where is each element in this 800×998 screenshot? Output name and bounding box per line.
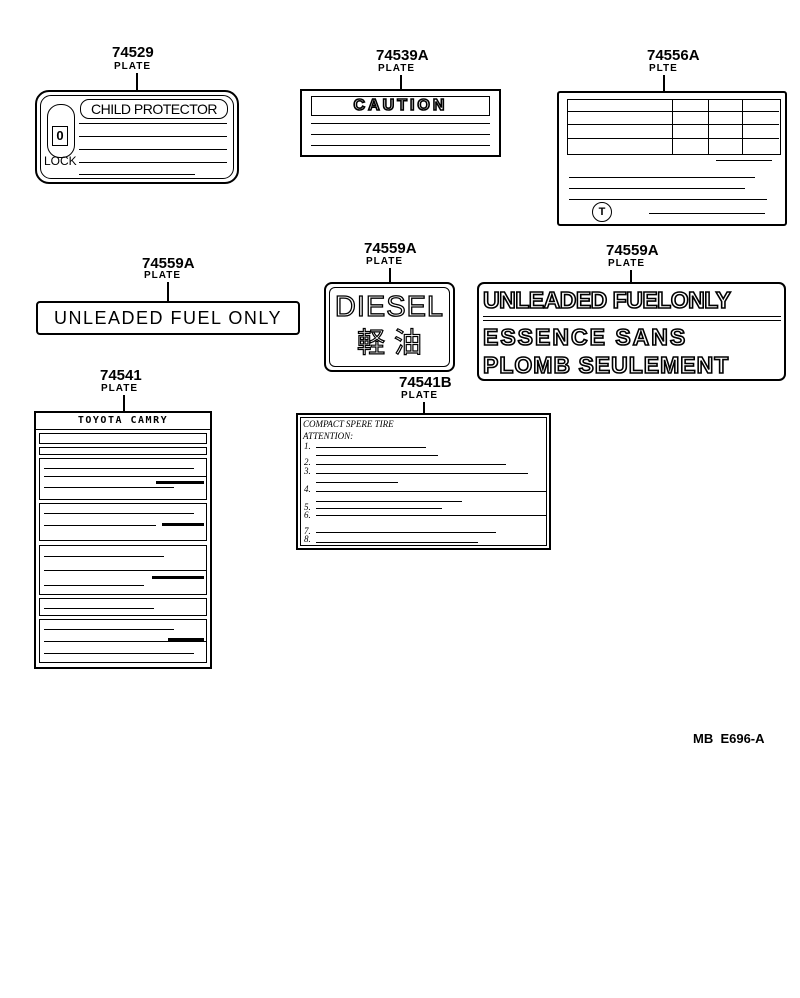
lock-knob-icon [47, 104, 75, 158]
lock-label: LOCK [44, 154, 77, 168]
part-number: 74539A [376, 47, 429, 64]
item-number: 7. [304, 526, 311, 536]
caution-title: CAUTION [311, 96, 490, 116]
part-name: PLATE [101, 383, 139, 394]
compact-spare-tire-plate: COMPACT SPERE TIRE ATTENTION: 1. 2. 3. 4… [296, 413, 551, 550]
compact-spare-title: COMPACT SPERE TIRE [303, 419, 394, 429]
diesel-plate: DIESEL 軽 油 [324, 282, 455, 372]
knob-label: 0 [52, 126, 68, 146]
part-number: 74559A [364, 240, 417, 257]
part-number: 74541 [100, 367, 142, 384]
part-name: PLATE [608, 258, 646, 269]
diesel-kanji: 軽 油 [356, 325, 422, 359]
child-protector-plate: CHILD PROTECTOR 0 LOCK [35, 90, 239, 184]
unleaded-line1: UNLEADED FUELONLY [482, 286, 732, 314]
item-number: 3. [304, 466, 311, 476]
part-number: 74541B [399, 374, 452, 391]
item-number: 6. [304, 510, 311, 520]
item-number: 2. [304, 457, 311, 467]
toyota-camry-title: TOYOTA CAMRY [77, 415, 169, 426]
item-number: 1. [304, 441, 311, 451]
child-protector-title: CHILD PROTECTOR [80, 99, 228, 119]
part-number: 74559A [142, 255, 195, 272]
toyota-logo-icon: T [592, 202, 612, 222]
unleaded-line3: PLOMB SEULEMENT [482, 351, 730, 379]
unleaded-fuel-plate-small: UNLEADED FUEL ONLY [36, 301, 300, 335]
part-number: 74529 [112, 44, 154, 61]
unleaded-fuel-plate-large: UNLEADED FUELONLY ESSENCE SANS PLOMB SEU… [477, 282, 786, 381]
part-name: PLATE [114, 61, 152, 72]
item-number: 4. [304, 484, 311, 494]
unleaded-line2: ESSENCE SANS [482, 323, 688, 351]
toyota-camry-plate: TOYOTA CAMRY [34, 411, 212, 669]
diesel-text: DIESEL [334, 290, 445, 323]
part-name: PLATE [366, 256, 404, 267]
caution-plate: CAUTION [300, 89, 501, 157]
part-name: PLATE [378, 63, 416, 74]
item-number: 5. [304, 502, 311, 512]
compact-spare-attention: ATTENTION: [303, 431, 354, 441]
diagram-code: MB E696-A [693, 731, 765, 746]
part-name: PLTE [649, 63, 678, 74]
item-number: 8. [304, 534, 311, 544]
part-name: PLATE [401, 390, 439, 401]
spec-table-plate: T [557, 91, 787, 226]
part-number: 74556A [647, 47, 700, 64]
part-name: PLATE [144, 270, 182, 281]
part-number: 74559A [606, 242, 659, 259]
